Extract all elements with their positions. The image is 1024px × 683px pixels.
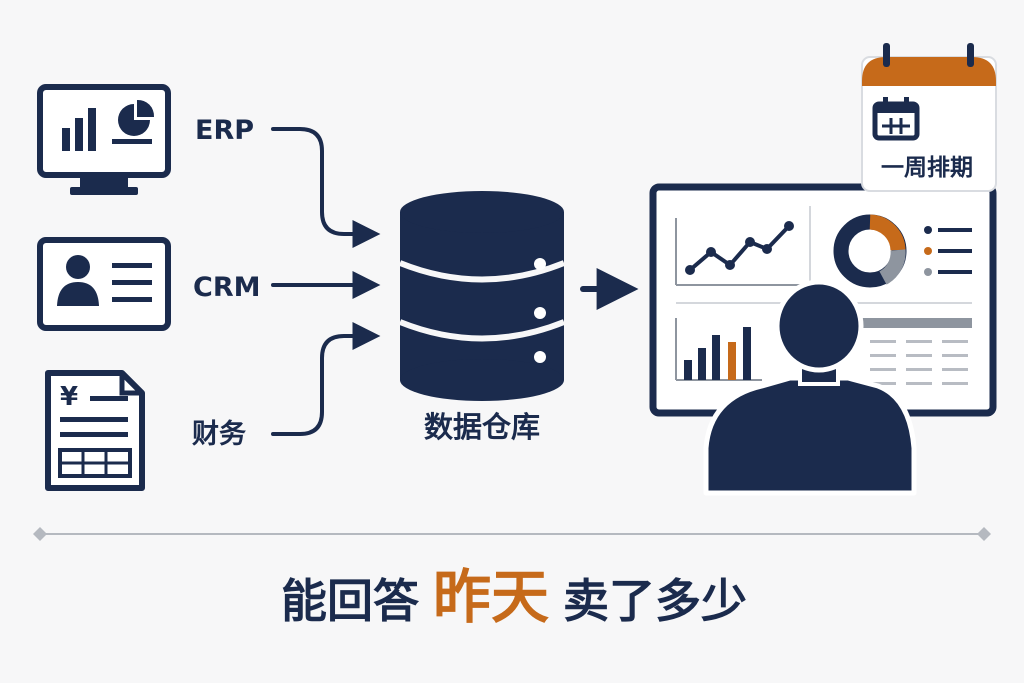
caption-before: 能回答 [281, 574, 420, 628]
desktop-analytics-icon [37, 84, 171, 195]
calendar-card [861, 43, 997, 192]
legend-widget [924, 226, 972, 276]
person-silhouette [703, 279, 917, 496]
calendar-label: 一周排期 [881, 155, 973, 181]
currency-symbol: ¥ [60, 382, 78, 412]
source-label-finance: 财务 [192, 419, 246, 450]
source-label-erp: ERP [195, 115, 254, 146]
source-connectors [271, 127, 381, 436]
bar-chart-widget [675, 318, 762, 381]
data-table-widget [862, 318, 972, 385]
invoice-document-icon: ¥ [45, 370, 145, 491]
warehouse-label: 数据仓库 [424, 410, 540, 444]
section-divider [33, 527, 991, 541]
line-chart-widget [675, 218, 800, 286]
source-label-crm: CRM [193, 272, 260, 303]
donut-chart-widget [833, 214, 907, 288]
caption-after: 卖了多少 [563, 574, 747, 628]
database-icon [398, 191, 566, 401]
connector-finance [271, 322, 381, 436]
calendar-icon [872, 97, 920, 141]
caption: 能回答昨天卖了多少 [281, 563, 747, 631]
caption-highlight: 昨天 [433, 563, 549, 631]
contact-card-icon [37, 237, 171, 331]
connector-erp [271, 127, 381, 248]
